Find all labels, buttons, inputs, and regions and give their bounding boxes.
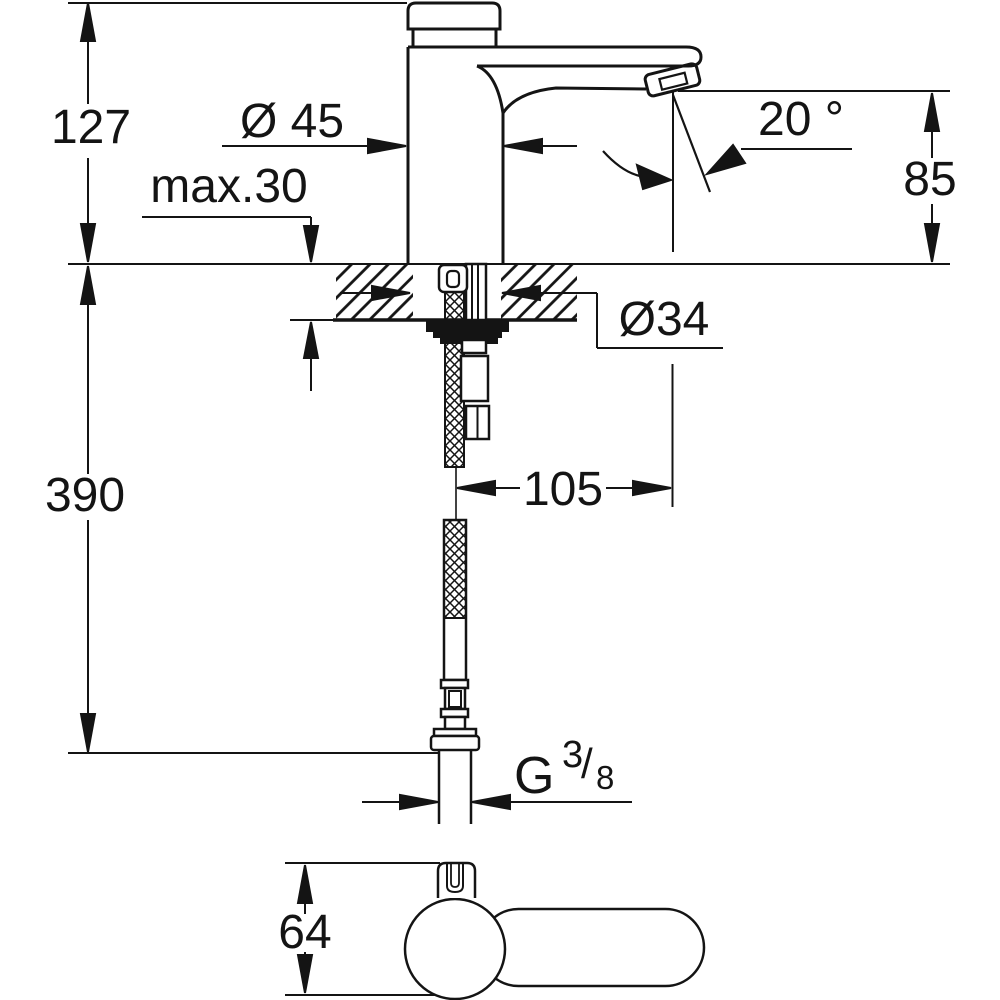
thread-letter: G xyxy=(514,747,555,805)
check-valve xyxy=(460,338,488,355)
lever-handle xyxy=(478,907,706,988)
dimension-lines xyxy=(68,2,950,996)
dim-body-diameter-label: Ø 45 xyxy=(239,95,345,148)
thread-denominator: 8 xyxy=(596,759,615,796)
dim-outlet-height-label: 85 xyxy=(903,153,957,206)
threaded-shank xyxy=(464,262,488,322)
thread-slash: / xyxy=(581,740,593,787)
dim-max-mounting-thickness-label: max.30 xyxy=(150,160,308,213)
mounting-washer xyxy=(426,321,509,332)
dim-spout-projection-label: 105 xyxy=(522,463,604,516)
handle-base-circle xyxy=(403,897,507,1000)
dim-height-below-deck-label: 390 xyxy=(44,469,126,522)
counter-section xyxy=(333,262,577,322)
thread-numerator: 3 xyxy=(562,734,584,776)
dim-hole-diameter-label: Ø34 xyxy=(618,293,710,346)
handle-plan-view xyxy=(403,861,706,1000)
braided-hose-lower xyxy=(443,519,467,619)
dim-spout-angle-label: 20 ° xyxy=(758,93,844,146)
dim-thread-size-label: G 3 / 8 xyxy=(512,734,642,802)
mounting-and-hose xyxy=(426,321,509,824)
aerator-outlet xyxy=(643,62,702,98)
faucet-outline xyxy=(406,1,703,264)
dim-handle-height-label: 64 xyxy=(278,906,332,959)
dim-height-above-deck-label: 127 xyxy=(50,101,132,154)
